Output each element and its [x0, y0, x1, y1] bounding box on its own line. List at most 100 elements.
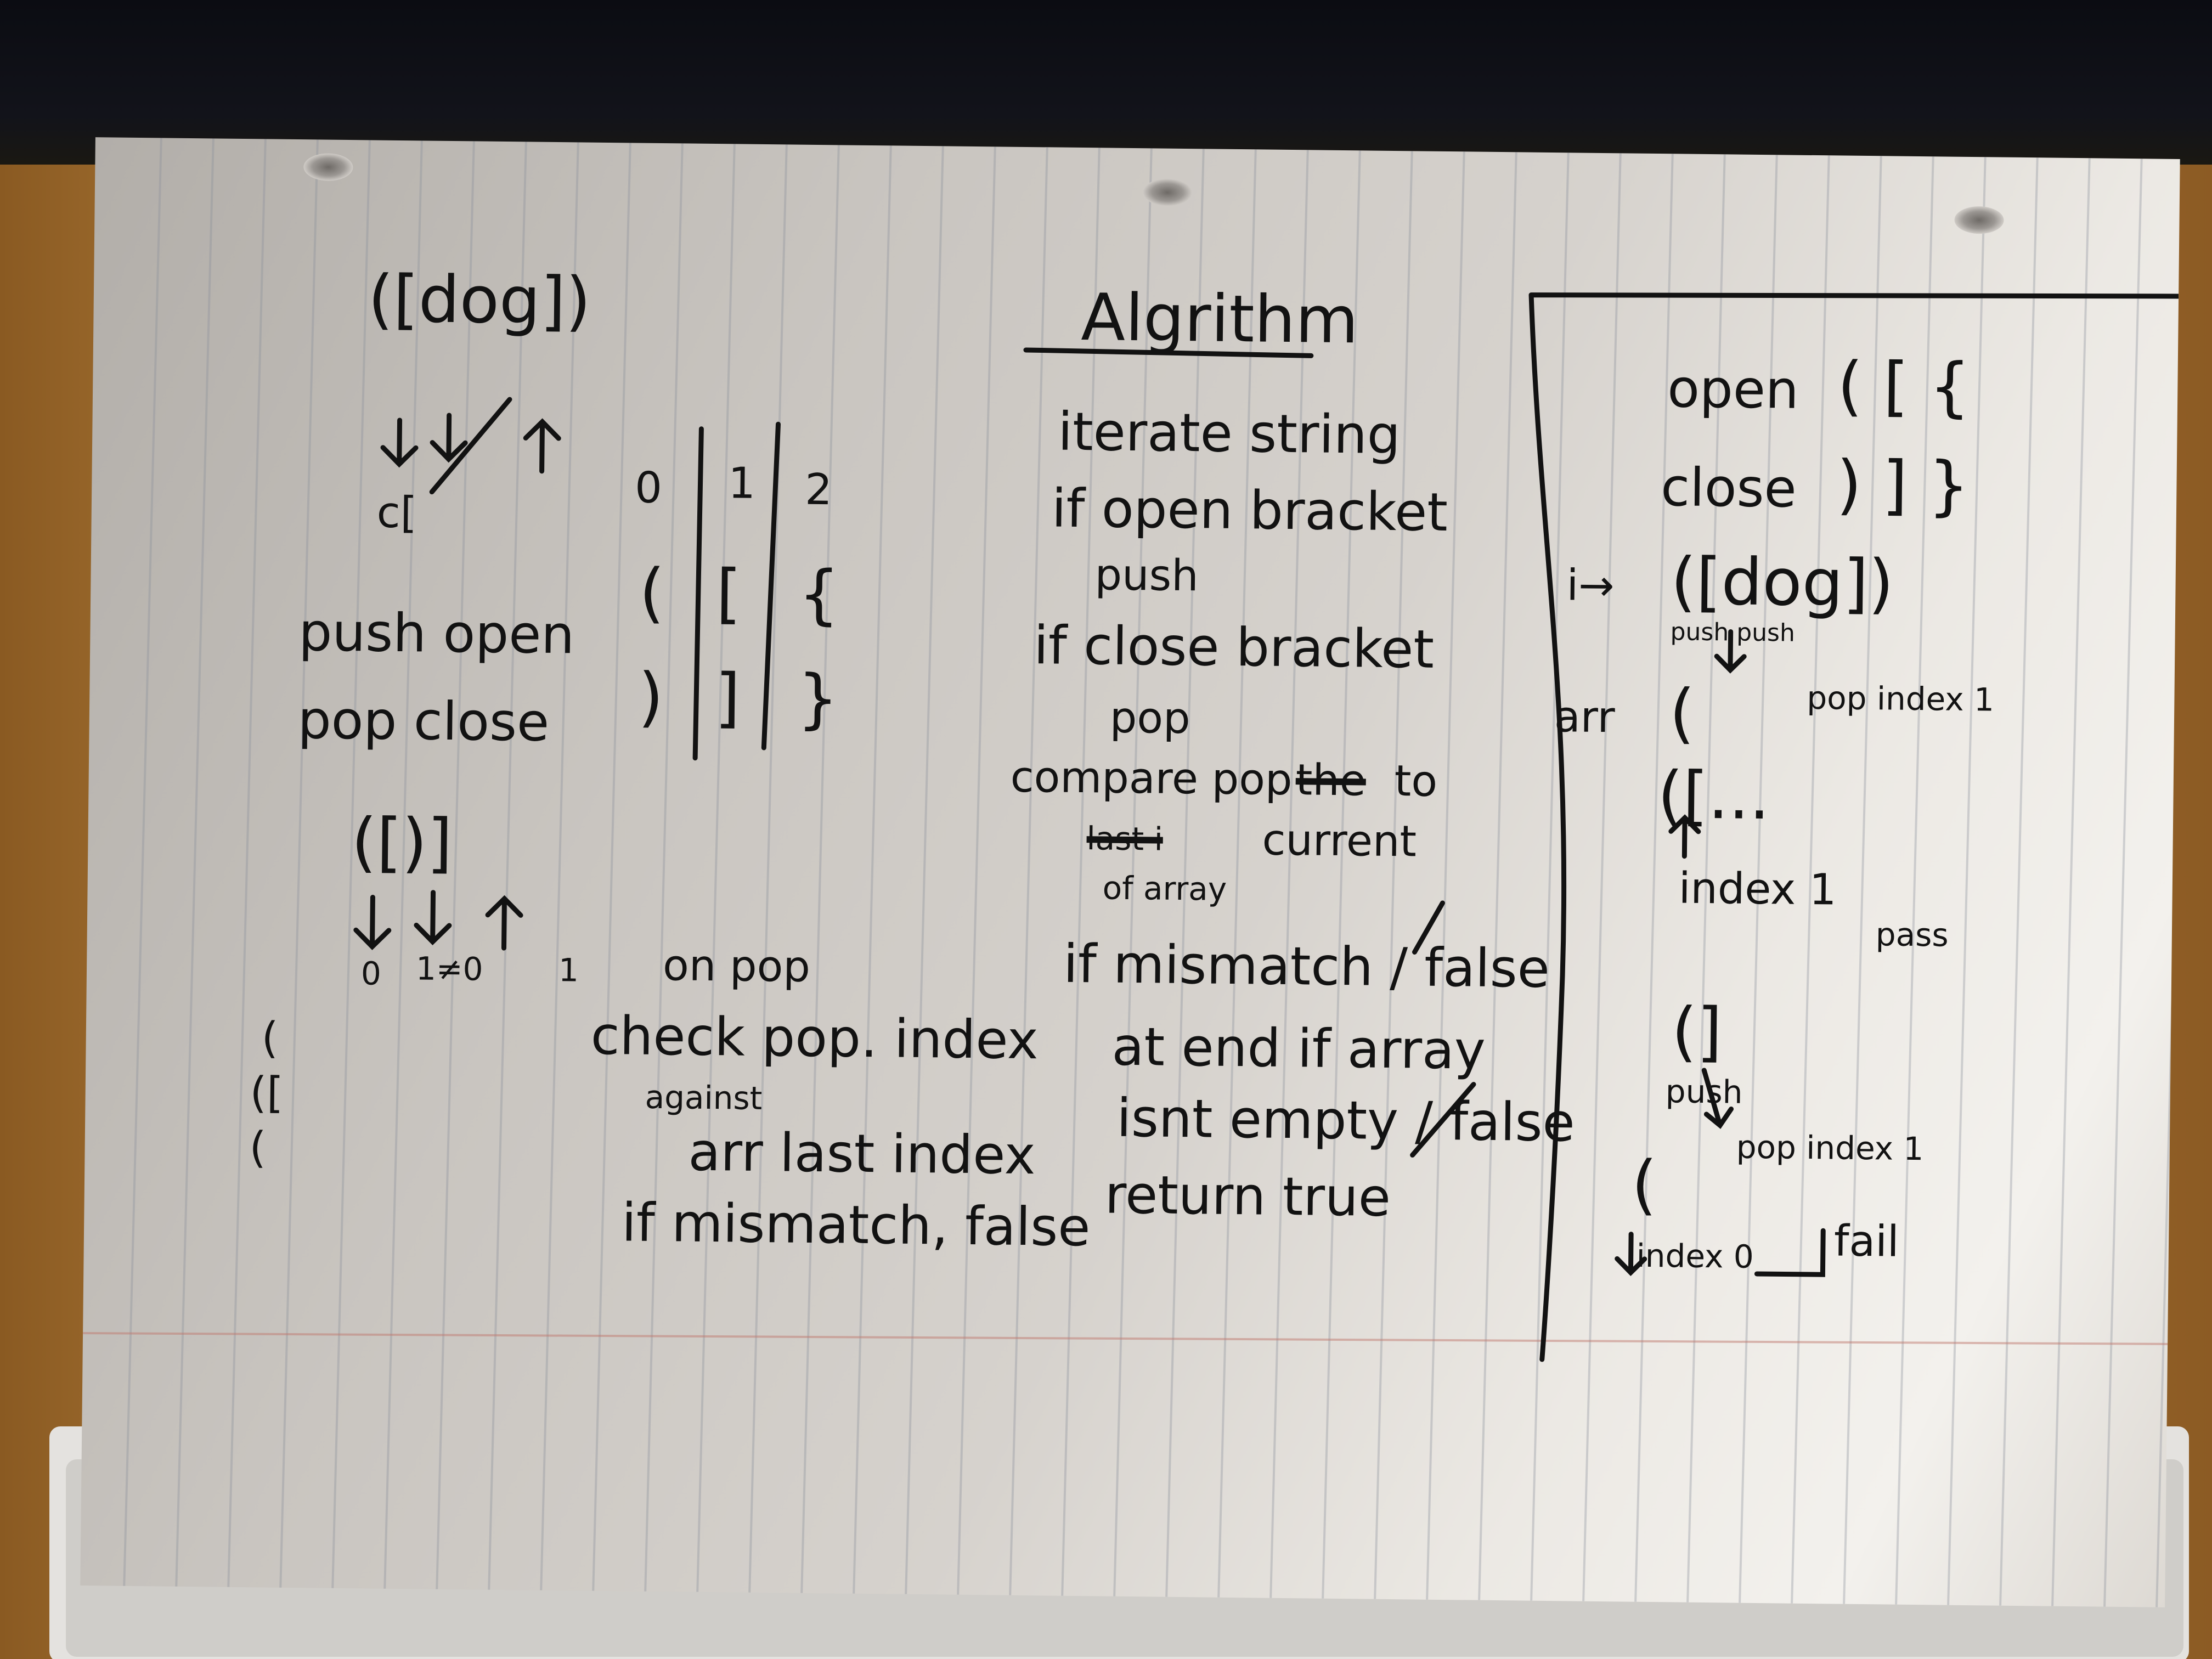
- rule-line: [592, 143, 631, 1591]
- rule-line: [1217, 149, 1257, 1598]
- rule-line: [1530, 153, 1570, 1601]
- algo-step-compare: compare pop: [1010, 752, 1293, 805]
- rule-line: [1113, 148, 1153, 1596]
- stack-trace-3: (: [249, 1123, 267, 1173]
- algo-step-isnt-empty: isnt empty / false: [1116, 1087, 1576, 1154]
- rule-line: [488, 142, 527, 1590]
- rule-line: [1947, 157, 1987, 1605]
- arr-state-1: (: [1669, 675, 1695, 751]
- rule-line: [1322, 150, 1361, 1599]
- push-push-note: push push: [1670, 618, 1796, 647]
- open-bracket-square: [: [715, 555, 742, 631]
- rule-line: [905, 146, 944, 1594]
- arr-last-index-note: arr last index: [688, 1121, 1036, 1187]
- rule-line: [383, 140, 423, 1589]
- rule-line: [279, 139, 319, 1588]
- rule-line: [1739, 155, 1778, 1603]
- rule-line: [1165, 149, 1205, 1597]
- paren-mark: (: [1631, 1146, 1657, 1223]
- close-bracket-paren: ): [637, 658, 664, 735]
- column-divider-2: [761, 421, 781, 751]
- rule-line: [957, 146, 996, 1595]
- algorithm-title: Algrithm: [1080, 279, 1359, 358]
- slash-false-2: [1410, 1082, 1476, 1158]
- i-arrow: i→: [1566, 561, 1615, 611]
- rule-line: [1426, 151, 1465, 1600]
- open-brackets: ( [ {: [1837, 347, 1971, 425]
- column-divider-1: [692, 426, 704, 761]
- algo-step-return-true: return true: [1104, 1164, 1391, 1229]
- rule-line: [436, 141, 475, 1589]
- up-arrow-1: [523, 418, 561, 474]
- close-brackets: ) ] }: [1836, 446, 1970, 523]
- algo-step-if-close: if close bracket: [1033, 614, 1435, 680]
- margin-line: [83, 1332, 2168, 1345]
- rule-line: [1374, 151, 1413, 1599]
- column-index-2: 2: [804, 465, 833, 515]
- example-string-2: ([)]: [351, 804, 453, 881]
- right-example-2: (]: [1671, 993, 1723, 1070]
- rule-line: [1634, 154, 1674, 1602]
- notebook-page: ([dog]) c[ 0 1 2 ( [ { ) ] } push open p…: [80, 137, 2180, 1607]
- rule-line: [1999, 157, 2039, 1606]
- right-example-string: ([dog]): [1670, 543, 1894, 622]
- rule-line: [1061, 148, 1101, 1596]
- fail-connector: [1754, 1228, 1826, 1277]
- algo-step-to: to: [1394, 757, 1438, 806]
- index-down-arrow: [1615, 1232, 1647, 1276]
- push-open-note: push open: [298, 601, 575, 666]
- open-label: open: [1667, 358, 1799, 421]
- index-mark-1: 1: [558, 951, 579, 989]
- down-arrow-2: [430, 413, 468, 463]
- pop-index-1-note: pop index 1: [1807, 679, 1995, 719]
- up-arrow-2: [485, 895, 523, 951]
- stack-trace-2: ([: [250, 1068, 284, 1118]
- hand-drawn-marks: [353, 292, 2180, 1362]
- rule-line: [800, 145, 840, 1593]
- rule-line: [748, 144, 788, 1593]
- close-label: close: [1660, 456, 1797, 520]
- right-down-arrow-2: [1701, 1068, 1734, 1129]
- fail-note: fail: [1833, 1216, 1900, 1267]
- stack-state-1: c[: [376, 488, 417, 538]
- algo-step-pop: pop: [1109, 693, 1191, 744]
- index-mark-0: 0: [360, 955, 382, 992]
- rule-line: [175, 138, 215, 1587]
- column-index-0: 0: [634, 463, 663, 514]
- right-panel-divider: [1528, 292, 2180, 1362]
- dark-background: [0, 0, 2212, 165]
- rule-line: [1582, 153, 1622, 1601]
- open-bracket-curly: {: [798, 556, 840, 633]
- pop-index-1b-note: pop index 1: [1736, 1128, 1924, 1168]
- ruled-lines: [83, 138, 2180, 1607]
- pop-close-note: pop close: [297, 689, 550, 753]
- rule-line: [540, 142, 579, 1590]
- down-arrow-1: [380, 417, 419, 468]
- push-note: push: [1665, 1073, 1743, 1111]
- rule-line: [644, 143, 684, 1592]
- title-underline: [1023, 347, 1314, 358]
- algo-step-iterate: iterate string: [1057, 400, 1401, 466]
- rule-line: [1478, 152, 1517, 1600]
- rule-line: [123, 138, 162, 1586]
- rule-line: [1791, 155, 1830, 1604]
- algo-struck-the: the: [1295, 755, 1367, 806]
- rule-line: [2103, 159, 2143, 1607]
- rule-line: [227, 139, 267, 1587]
- rule-line: [331, 140, 371, 1588]
- rule-line: [853, 145, 892, 1594]
- index-1-note: index 1: [1678, 864, 1837, 915]
- if-mismatch-false-note: if mismatch, false: [621, 1192, 1091, 1259]
- check-pop-index-note: check pop. index: [590, 1005, 1039, 1071]
- against-note: against: [645, 1078, 763, 1117]
- algo-struck-last-i: last i: [1086, 820, 1164, 858]
- arr-state-2: ([...: [1657, 757, 1770, 834]
- index-mark-1-not-0: 1≠0: [415, 950, 483, 988]
- algo-step-current: current: [1262, 815, 1417, 867]
- algo-step-at-end: at end if array: [1111, 1015, 1486, 1081]
- down-arrow-3: [353, 895, 392, 950]
- rule-line: [1686, 154, 1726, 1602]
- close-bracket-curly: }: [797, 660, 839, 737]
- rule-line: [1843, 156, 1882, 1604]
